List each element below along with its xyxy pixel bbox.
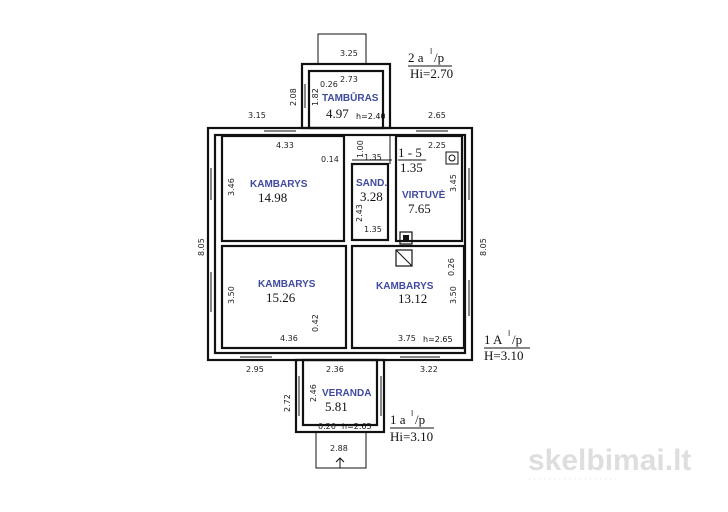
- dim-3-15: 3.15: [248, 111, 266, 120]
- dim-2-36: 2.36: [326, 365, 344, 374]
- note-cor-range-val: 1.35: [400, 160, 423, 175]
- main-level-note: 1 A l /p H=3.10: [484, 329, 530, 363]
- dim-0-26-ver: 0.26: [318, 422, 336, 431]
- note-tam-floor-p: /p: [434, 50, 444, 65]
- room-height-tamburas: h=2.40: [356, 112, 386, 121]
- note-tam-floor: 2 a: [408, 50, 424, 65]
- room-area-sand: 3.28: [360, 189, 383, 204]
- dim-2-46: 2.46: [309, 384, 318, 402]
- watermark: skelbimai.lt: [528, 444, 691, 477]
- room-name-kambarys-1: KAMBARYS: [250, 179, 308, 190]
- room-name-kambarys-2: KAMBARYS: [258, 279, 316, 290]
- dim-3-50-k3: 3.50: [449, 286, 458, 304]
- dim-2-95: 2.95: [246, 365, 264, 374]
- dim-3-50-k2: 3.50: [227, 286, 236, 304]
- chimney-icon: [395, 249, 413, 267]
- dim-0-14: 0.14: [321, 155, 339, 164]
- outer-walls: [206, 126, 474, 362]
- dim-0-42: 0.42: [311, 314, 320, 332]
- dim-2-88: 2.88: [330, 444, 348, 453]
- dim-1-35-cor: 1.35: [364, 153, 382, 162]
- dim-3-75: 3.75: [398, 334, 416, 343]
- dim-4-36: 4.36: [280, 334, 298, 343]
- watermark-dots: · · · · · · · · · · · · · · · · · ·: [528, 475, 617, 484]
- dim-3-22: 3.22: [420, 365, 438, 374]
- dim-8-05-left: 8.05: [197, 238, 206, 256]
- room-height-kambarys-3: h=2.65: [423, 335, 453, 344]
- room-area-kambarys-3: 13.12: [398, 291, 427, 306]
- dim-0-26-k3: 0.26: [447, 258, 456, 276]
- dim-2-73: 2.73: [340, 75, 358, 84]
- dim-1-00: 1.00: [356, 140, 365, 158]
- tamburas-level-note: 2 a l /p Hi=2.70: [408, 47, 453, 81]
- corridor-note: 1 - 5 1.35: [398, 145, 426, 175]
- dim-0-26-tam: 0.26: [320, 80, 338, 89]
- room-height-veranda: h=2.65: [342, 422, 372, 431]
- note-tam-floor-sup: l: [430, 47, 432, 56]
- note-ver-hi: Hi=3.10: [390, 429, 433, 444]
- note-ver-floor-p: /p: [415, 412, 425, 427]
- room-name-kambarys-3: KAMBARYS: [376, 281, 434, 292]
- dim-2-43: 2.43: [355, 204, 364, 222]
- room-name-sand: SAND.: [356, 178, 387, 189]
- note-ver-floor-sup: l: [411, 409, 413, 418]
- room-area-virtuve: 7.65: [408, 201, 431, 216]
- note-main-floor-p: /p: [512, 332, 522, 347]
- room-name-veranda: VERANDA: [322, 388, 371, 399]
- note-ver-floor: 1 a: [390, 412, 406, 427]
- dim-3-25: 3.25: [340, 49, 358, 58]
- dim-2-72: 2.72: [283, 394, 292, 412]
- room-area-veranda: 5.81: [325, 399, 348, 414]
- windows: [207, 84, 473, 416]
- dim-2-25: 2.25: [428, 141, 446, 150]
- note-main-floor-sup: l: [508, 329, 510, 338]
- note-main-hi: H=3.10: [484, 348, 523, 363]
- stove-icon: [399, 231, 413, 245]
- veranda-level-note: 1 a l /p Hi=3.10: [390, 409, 434, 444]
- dimension-labels: 3.25 2.73 0.26 1.82 2.08 3.15 2.65 4.33 …: [197, 49, 488, 453]
- dim-3-46: 3.46: [227, 178, 236, 196]
- dim-8-05-right: 8.05: [479, 238, 488, 256]
- note-main-floor: 1 A: [484, 332, 503, 347]
- dim-2-08: 2.08: [289, 88, 298, 106]
- room-area-kambarys-2: 15.26: [266, 290, 296, 305]
- dim-4-33: 4.33: [276, 141, 294, 150]
- room-area-tamburas: 4.97: [326, 106, 349, 121]
- note-tam-hi: Hi=2.70: [410, 66, 453, 81]
- room-area-kambarys-1: 14.98: [258, 190, 287, 205]
- dim-1-35-sand: 1.35: [364, 225, 382, 234]
- sink-icon: [445, 151, 459, 165]
- dim-3-45: 3.45: [449, 174, 458, 192]
- note-cor-range: 1 - 5: [398, 145, 422, 160]
- dim-1-82: 1.82: [311, 88, 320, 106]
- interior-walls: [220, 134, 466, 350]
- room-name-virtuve: VIRTUVĖ: [402, 188, 446, 201]
- room-name-tamburas: TAMBŪRAS: [322, 92, 379, 104]
- dim-2-65: 2.65: [428, 111, 446, 120]
